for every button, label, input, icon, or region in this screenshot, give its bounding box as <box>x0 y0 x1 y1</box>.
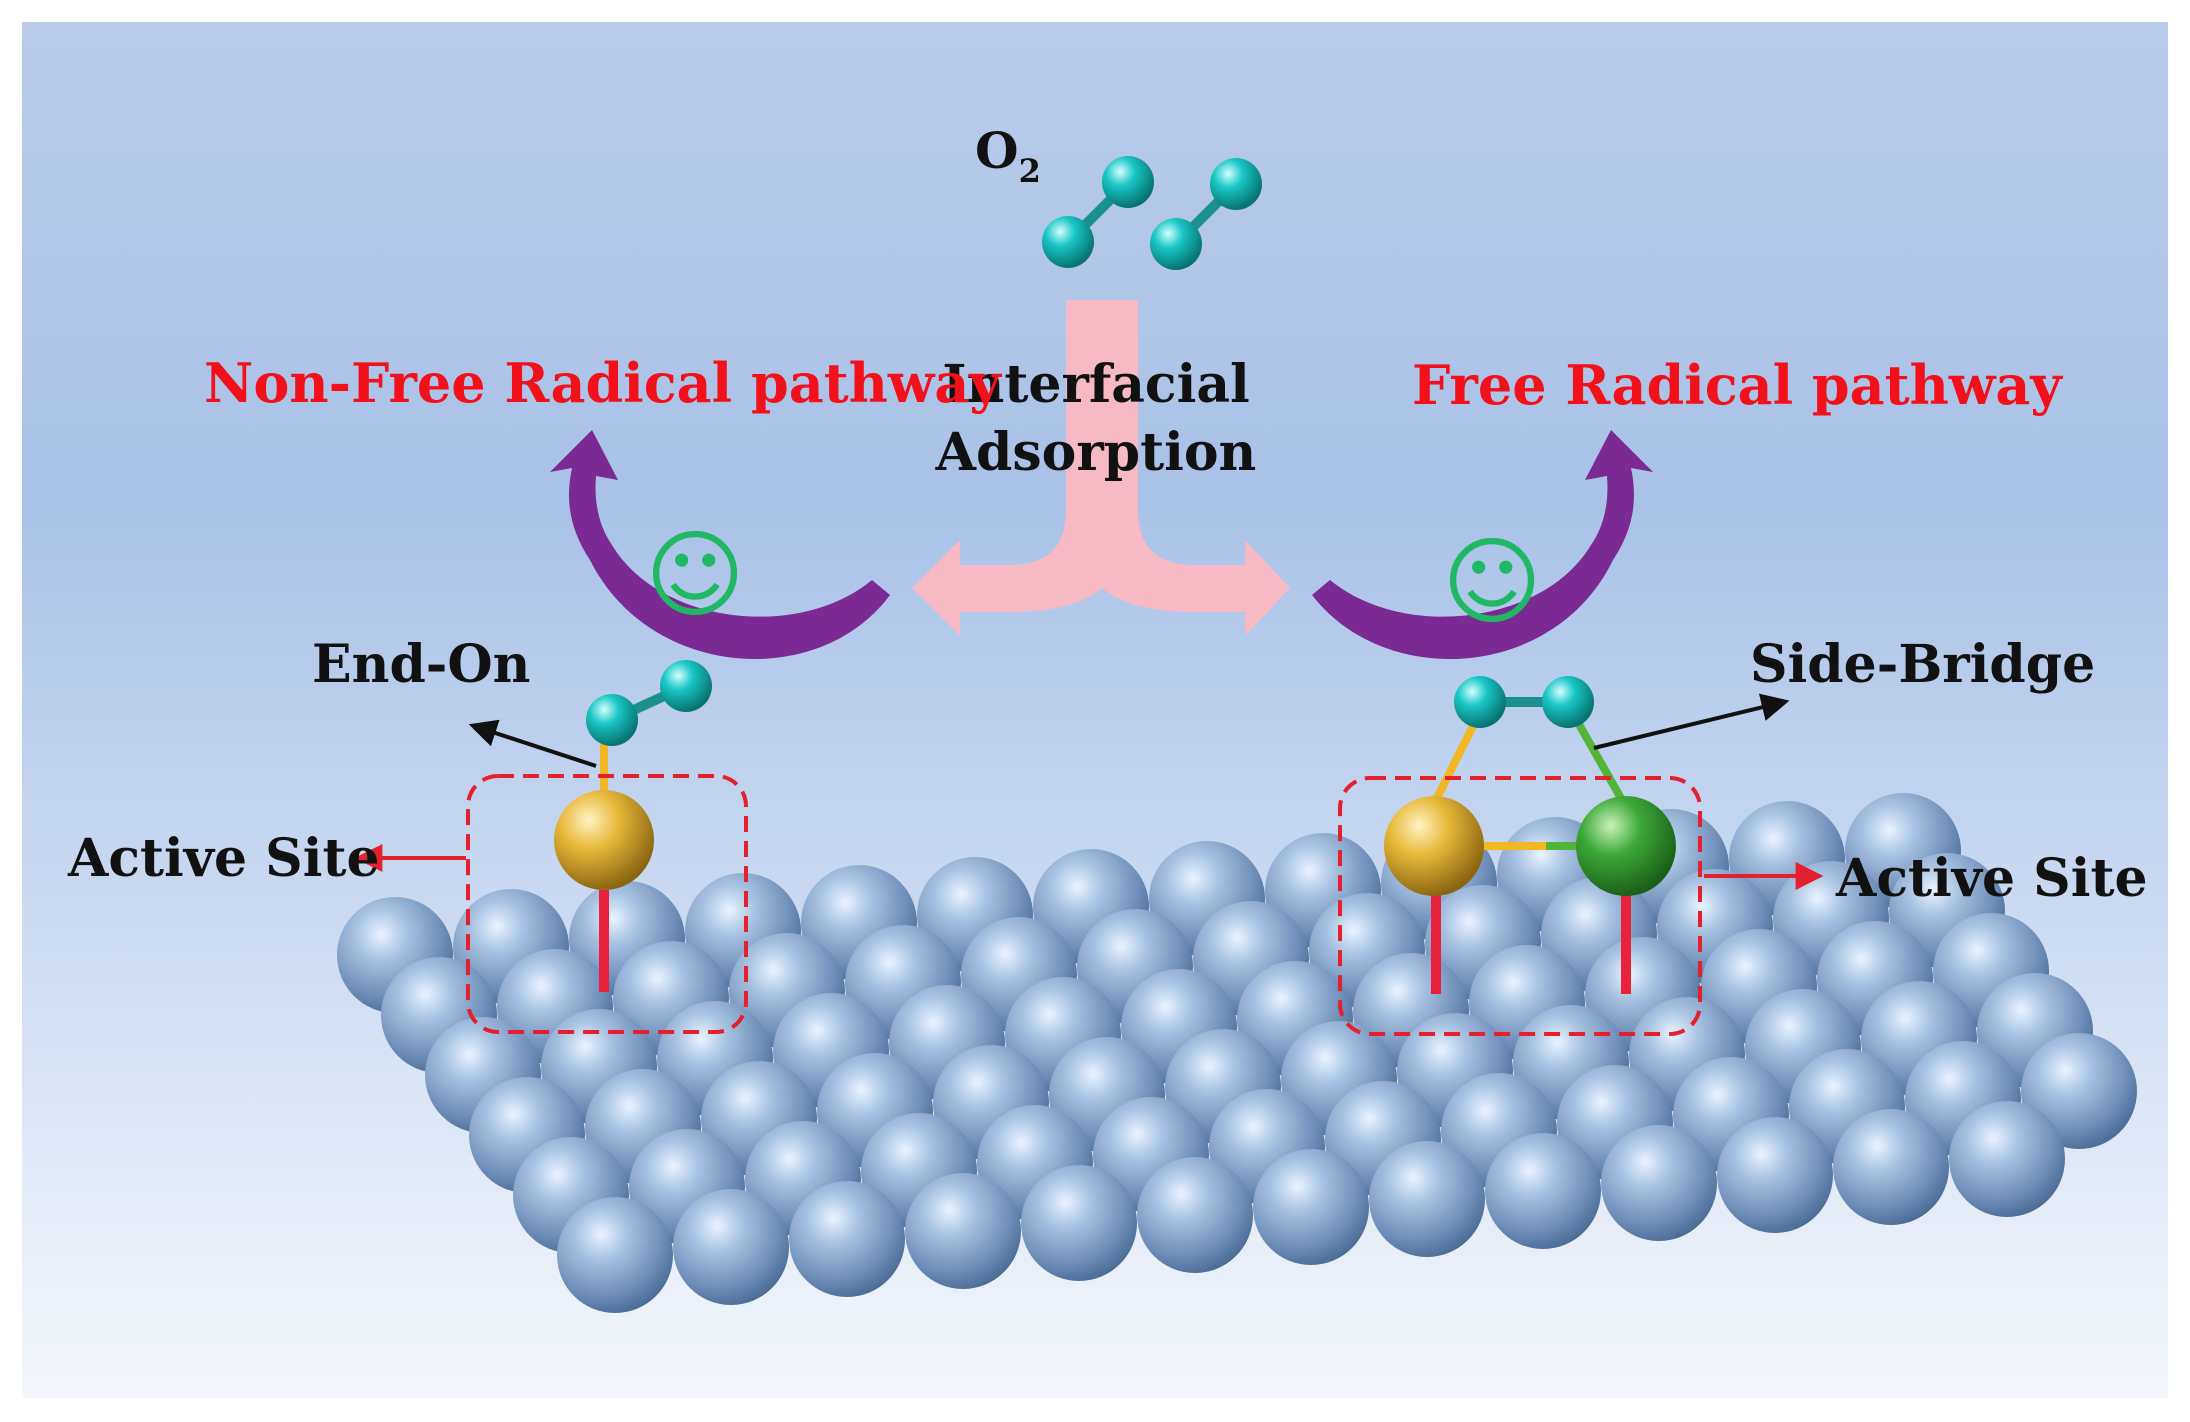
side-bridge-label: Side-Bridge <box>1750 634 2095 695</box>
end-on-label: End-On <box>312 634 531 695</box>
oxygen-atom <box>1454 676 1506 728</box>
green-active-atom <box>1576 796 1676 896</box>
surface-atom <box>905 1173 1021 1289</box>
oxygen-atom <box>586 694 638 746</box>
o2-molecules <box>1042 156 1262 270</box>
gold-active-atom <box>554 790 654 890</box>
oxygen-atom <box>1210 158 1262 210</box>
free-radical-label: Free Radical pathway <box>1412 353 2063 417</box>
o2-label-subscript: 2 <box>1019 152 1041 190</box>
purple-pathway-arrows <box>550 430 1653 660</box>
active-site-left-label: Active Site <box>67 828 380 889</box>
gold-active-atom <box>1384 796 1484 896</box>
oxygen-atom <box>1150 218 1202 270</box>
o2-label: O2 <box>975 121 1041 190</box>
side-bridge-pointer-arrow <box>1593 693 1790 750</box>
surface-atom <box>1137 1157 1253 1273</box>
non-free-radical-label: Non-Free Radical pathway <box>204 351 1002 415</box>
interfacial-adsorption-arrows <box>912 300 1290 636</box>
side-bridge-configuration <box>1338 676 1824 1036</box>
purple-arrow-right <box>1312 430 1653 660</box>
purple-arrow-left <box>550 430 890 660</box>
active-site-right-label: Active Site <box>1835 848 2148 909</box>
surface-atom <box>1253 1149 1369 1265</box>
active-site-box-right <box>1338 776 1702 1036</box>
interfacial-label-line2: Adsorption <box>935 422 1257 483</box>
surface-atom <box>1369 1141 1485 1257</box>
surface-atom <box>1717 1117 1833 1233</box>
o2-label-main: O <box>975 121 1019 180</box>
end-on-pointer-arrow <box>468 719 597 768</box>
oxygen-atom <box>660 660 712 712</box>
surface-atom <box>1949 1101 2065 1217</box>
surface-atom <box>1485 1133 1601 1249</box>
end-on-configuration <box>354 660 748 1034</box>
pink-arrow-stem <box>912 300 1290 636</box>
surface-atom <box>1601 1125 1717 1241</box>
surface-atom <box>2021 1033 2137 1149</box>
surface-atom <box>673 1189 789 1305</box>
smiley-left-icon: ☺ <box>645 519 745 631</box>
oxygen-atom <box>1102 156 1154 208</box>
surface-atom <box>789 1181 905 1297</box>
surface-atom <box>1021 1165 1137 1281</box>
active-site-box-left <box>466 774 748 1034</box>
surface-atom <box>557 1197 673 1313</box>
oxygen-atom <box>1542 676 1594 728</box>
oxygen-atom <box>1042 216 1094 268</box>
smiley-right-icon: ☺ <box>1442 526 1542 638</box>
interfacial-label-line1: Interfacial <box>942 354 1250 415</box>
green-oxygen-bond <box>1568 710 1626 802</box>
surface-atom <box>1833 1109 1949 1225</box>
